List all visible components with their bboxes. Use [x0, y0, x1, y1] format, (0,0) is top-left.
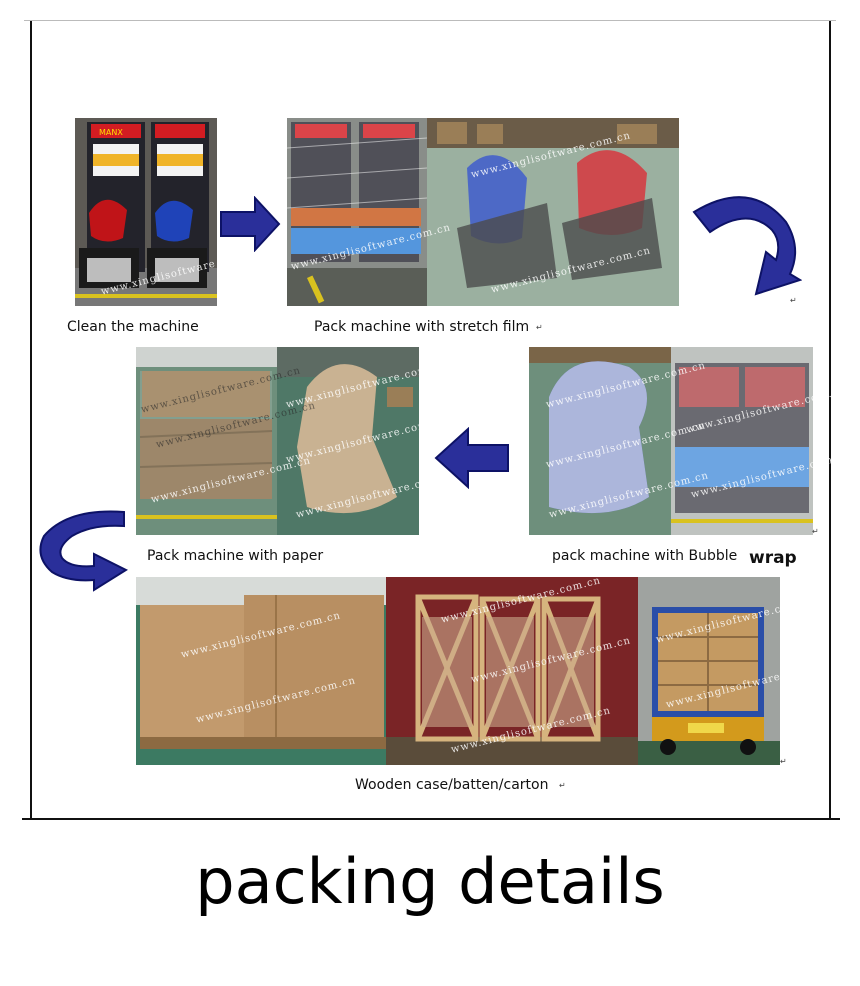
- caption-stretch-film: Pack machine with stretch film: [314, 319, 530, 335]
- arrow-left-icon: [434, 427, 509, 489]
- caption-paper: Pack machine with paper: [147, 548, 324, 564]
- photo-carton-truck: [638, 577, 780, 765]
- caption-bubble-wrap: wrap: [749, 548, 797, 568]
- photo-wooden-case: [136, 577, 386, 765]
- arrow-right-icon: [220, 196, 281, 252]
- photo-paper-pack-1: [136, 347, 277, 535]
- curved-arrow-down-icon: [692, 196, 802, 296]
- caption-clean-machine: Clean the machine: [67, 319, 199, 335]
- page-title: packing details: [195, 845, 665, 918]
- return-mark: ↵: [812, 527, 819, 536]
- return-mark: ↵: [790, 296, 797, 305]
- photo-clean-machine: MANX: [75, 118, 217, 306]
- photo-bubble-wrap-seat: [529, 347, 671, 535]
- photo-batten-frames: [386, 577, 638, 765]
- marquee-text-1: MANX: [99, 128, 123, 137]
- return-mark: ↵: [536, 323, 543, 332]
- return-mark: ↵: [780, 757, 787, 766]
- photo-stretch-film-seats: [427, 118, 679, 306]
- curved-arrow-right-icon: [39, 510, 128, 592]
- frame-top-line: [24, 20, 836, 21]
- frame-right-line: [829, 20, 831, 820]
- caption-bubble: pack machine with Bubble: [552, 548, 738, 564]
- photo-paper-pack-2: [277, 347, 419, 535]
- frame-left-line: [30, 20, 32, 820]
- caption-wooden-case: Wooden case/batten/carton: [355, 777, 549, 793]
- return-mark: ↵: [559, 781, 566, 790]
- frame-bottom-line: [22, 818, 840, 820]
- photo-stretch-film-cabinets: [287, 118, 427, 306]
- photo-bubble-wrap-cabinet: [671, 347, 813, 535]
